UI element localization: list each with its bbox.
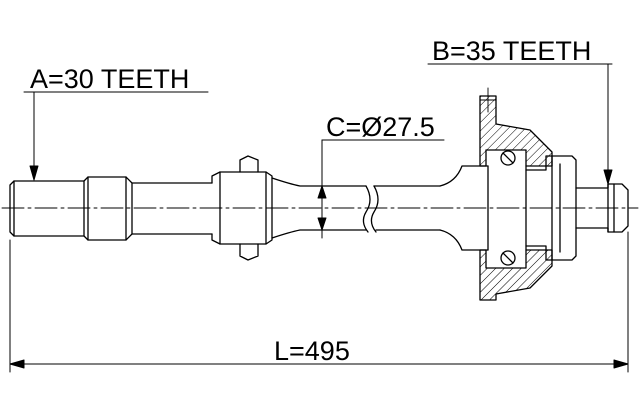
leader-b (427, 63, 613, 185)
label-a-teeth: A=30 TEETH (30, 64, 190, 94)
shaft-body (211, 155, 489, 261)
dimension-c (317, 139, 445, 239)
leader-a (23, 91, 209, 181)
label-length: L=495 (274, 336, 350, 366)
spline-end-b (525, 155, 629, 261)
spline-end-a (9, 176, 213, 241)
label-c-diameter: C=Ø27.5 (326, 112, 435, 142)
dimension-l (9, 231, 629, 373)
bearing-housing (479, 87, 553, 301)
label-b-teeth: B=35 TEETH (432, 36, 592, 66)
